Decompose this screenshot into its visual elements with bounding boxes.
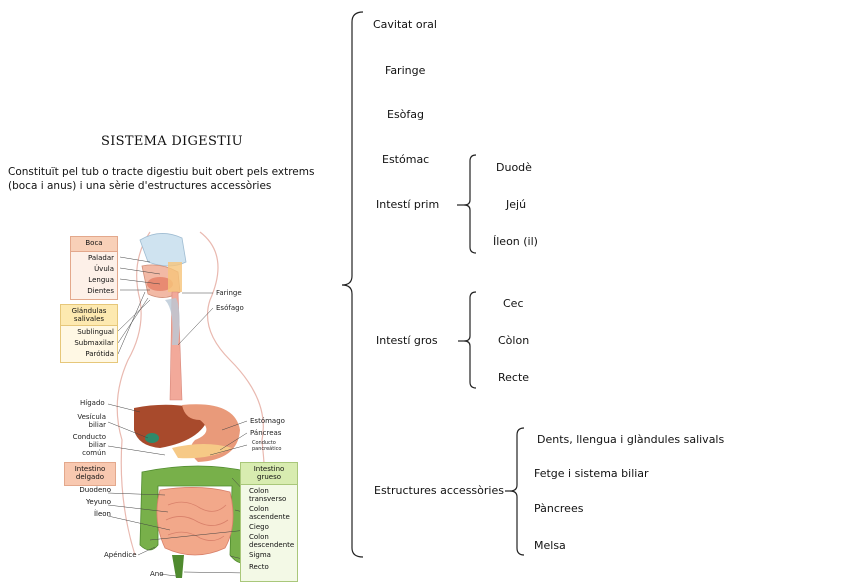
boca-item-uvula: Úvula <box>94 265 114 273</box>
glandulas-header: Glándulas salivales <box>71 307 107 323</box>
label-faringe: Faringe <box>216 289 242 297</box>
glandulas-items-box: Sublingual Submaxilar Parótida <box>60 325 118 363</box>
pharynx-region <box>168 262 182 292</box>
delgado-header: Intestino delgado <box>74 465 106 481</box>
label-pancreas: Páncreas <box>250 429 282 437</box>
node-dents: Dents, llengua i glàndules salivals <box>537 433 725 446</box>
grueso-items-box: Colon transverso Colon ascendente Ciego … <box>240 484 298 582</box>
body-outline-left <box>116 231 151 556</box>
esophagus-grey <box>165 298 180 345</box>
node-duode: Duodè <box>496 161 532 174</box>
boca-header: Boca <box>85 239 103 247</box>
label-esofago: Esófago <box>216 304 244 312</box>
grueso-item-colon-descendente: Colon descendente <box>249 533 295 549</box>
glandulas-box: Glándulas salivales <box>60 304 118 328</box>
node-esofag: Esòfag <box>387 108 425 121</box>
node-melsa: Melsa <box>534 539 566 552</box>
delgado-item-ileon: Íleon <box>93 510 111 518</box>
grueso-item-sigma: Sigma <box>249 551 271 559</box>
boca-item-lengua: Lengua <box>88 276 114 284</box>
boca-item-dientes: Dientes <box>87 287 114 295</box>
node-faringe: Faringe <box>385 64 426 77</box>
boca-items-box: Paladar Úvula Lengua Dientes <box>70 251 118 300</box>
node-cavitat-oral: Cavitat oral <box>373 18 437 31</box>
label-conducto-pancreatico: Conducto pancreático <box>252 440 282 452</box>
label-ano: Ano <box>150 570 164 578</box>
description-line-2: (boca i anus) i una sèrie d'estructures … <box>8 180 272 192</box>
description-line-1: Constituït pel tub o tracte digestiu bui… <box>8 166 315 178</box>
node-colon: Còlon <box>498 334 530 347</box>
label-conducto-biliar: Conducto biliar común <box>72 433 106 457</box>
main-brace <box>341 11 364 558</box>
delgado-item-duodeno: Duodeno <box>79 486 111 494</box>
rectum <box>172 555 184 578</box>
delgado-items-box: Duodeno Yeyuno Íleon <box>64 484 114 524</box>
label-apendice: Apéndice <box>104 551 137 559</box>
glandulas-item-sublingual: Sublingual <box>77 328 114 336</box>
glandulas-item-parotida: Parótida <box>85 350 114 358</box>
node-cec: Cec <box>503 297 524 310</box>
boca-item-paladar: Paladar <box>87 254 114 262</box>
page-title: SISTEMA DIGESTIU <box>101 134 243 149</box>
node-ileon: Íleon (il) <box>493 235 538 248</box>
pancreas <box>172 444 232 459</box>
node-jeju: Jejú <box>506 198 527 211</box>
node-fetge: Fetge i sistema biliar <box>534 467 649 480</box>
gallbladder <box>145 433 159 443</box>
grueso-item-ciego: Ciego <box>249 523 269 531</box>
label-estomago: Estómago <box>250 417 285 425</box>
glandulas-item-submaxilar: Submaxilar <box>74 339 114 347</box>
label-vesicula: Vesícula biliar <box>77 413 106 429</box>
delgado-item-yeyuno: Yeyuno <box>86 498 111 506</box>
grueso-header: Intestino grueso <box>253 465 285 481</box>
grueso-box: Intestino grueso <box>240 462 298 486</box>
nasal-cavity <box>139 233 187 267</box>
label-higado: Hígado <box>80 399 105 407</box>
small-intestine <box>156 487 234 556</box>
grueso-item-colon-transverso: Colon transverso <box>249 487 287 503</box>
node-intesti-prim: Intestí prim <box>376 198 440 211</box>
grueso-item-recto: Recto <box>249 563 269 571</box>
grueso-item-colon-ascendente: Colon ascendente <box>249 505 290 521</box>
delgado-box: Intestino delgado <box>64 462 116 486</box>
node-pancrees: Pàncrees <box>534 502 584 515</box>
node-recte: Recte <box>498 371 530 384</box>
node-estomac: Estómac <box>382 153 430 166</box>
node-intesti-gros: Intestí gros <box>376 334 438 347</box>
node-estructures-accessories: Estructures accessòries <box>374 484 504 497</box>
